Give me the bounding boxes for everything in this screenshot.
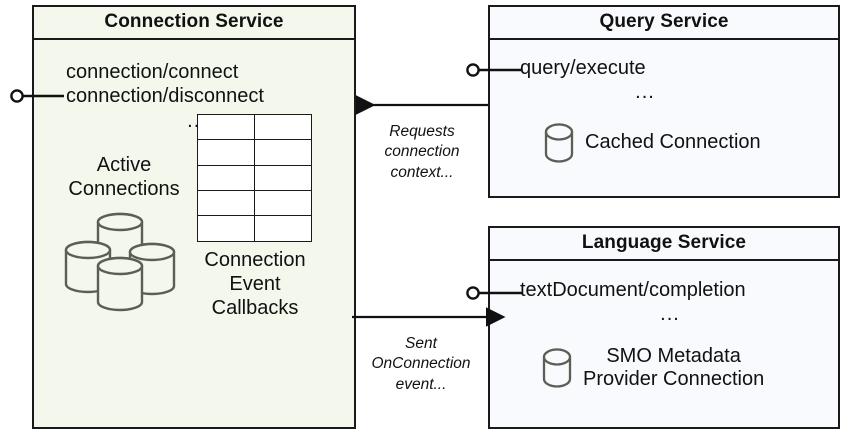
table-row xyxy=(197,113,312,141)
arrow-label-line1: Requests xyxy=(389,123,455,140)
arrow-label-line2: connection xyxy=(384,143,460,161)
arrow-label-line1: Sent xyxy=(405,335,437,352)
language-service-operations-ellipsis: ... xyxy=(660,303,680,326)
connection-service-title: Connection Service xyxy=(34,7,354,40)
language-service-operations: textDocument/completion ... xyxy=(520,278,820,327)
callbacks-label-line3: Callbacks xyxy=(211,296,299,319)
connection-event-callbacks-label: Connection Event Callbacks xyxy=(184,248,326,320)
smo-metadata-provider-label-line2: Provider Connection xyxy=(583,368,765,391)
table-cell xyxy=(197,113,255,141)
connection-service-provided-interface-lollipop[interactable] xyxy=(10,88,66,103)
table-cell xyxy=(254,164,312,192)
query-service-provided-interface-lollipop[interactable] xyxy=(466,62,526,77)
callbacks-label-line1: Connection xyxy=(204,248,306,271)
arrow-label-line3: event... xyxy=(395,375,447,393)
connection-service-operations: connection/connect connection/disconnect… xyxy=(66,60,328,133)
operation-connection-connect: connection/connect xyxy=(66,60,239,83)
language-service-body: textDocument/completion ... SMO Metadata… xyxy=(490,261,838,427)
arrow-label-line3: context... xyxy=(390,163,454,181)
component-connection-service[interactable]: Connection Service connection/connect co… xyxy=(32,5,356,429)
table-row xyxy=(197,190,312,217)
table-cell xyxy=(254,190,312,217)
arrow-label-requests-connection-context: Requests connection context... xyxy=(358,122,486,183)
connection-event-callbacks-table xyxy=(197,113,312,242)
callbacks-label-line2: Event xyxy=(229,272,281,295)
language-service-provided-interface-lollipop[interactable] xyxy=(466,285,526,300)
table-cell xyxy=(197,164,255,192)
component-language-service[interactable]: Language Service textDocument/completion… xyxy=(488,226,840,429)
table-cell xyxy=(197,190,255,217)
query-service-body: query/execute ... Cached Connection xyxy=(490,40,838,196)
active-connections-label: Active Connections xyxy=(44,153,204,201)
smo-metadata-provider-label-line1: SMO Metadata xyxy=(606,344,741,367)
query-service-title: Query Service xyxy=(490,7,838,40)
cached-connection-item: Cached Connection xyxy=(542,121,761,165)
table-cell xyxy=(197,139,255,166)
database-cylinder-icon xyxy=(542,121,576,165)
active-connections-label-line1: Active xyxy=(96,153,152,176)
smo-metadata-provider-item: SMO Metadata Provider Connection xyxy=(540,345,764,391)
component-query-service[interactable]: Query Service query/execute ... Cached C… xyxy=(488,5,840,198)
arrow-label-sent-onconnection-event: Sent OnConnection event... xyxy=(354,334,488,395)
operation-query-execute: query/execute xyxy=(520,56,646,79)
language-service-title: Language Service xyxy=(490,228,838,261)
database-cylinder-icon xyxy=(540,346,574,390)
arrow-connection-to-language xyxy=(352,307,506,327)
table-row xyxy=(197,139,312,166)
table-row xyxy=(197,164,312,192)
table-cell xyxy=(197,215,255,242)
cached-connection-label: Cached Connection xyxy=(585,131,761,154)
database-stack-icon xyxy=(56,208,186,316)
active-connections-label-line2: Connections xyxy=(68,177,180,200)
operation-textdocument-completion: textDocument/completion xyxy=(520,278,746,301)
arrow-query-to-connection xyxy=(355,95,488,115)
table-row xyxy=(197,215,312,242)
connection-service-body: connection/connect connection/disconnect… xyxy=(34,40,354,427)
query-service-operations: query/execute ... xyxy=(520,56,770,105)
smo-metadata-provider-label: SMO Metadata Provider Connection xyxy=(583,345,764,391)
table-cell xyxy=(254,139,312,166)
query-service-operations-ellipsis: ... xyxy=(635,81,655,104)
table-cell xyxy=(254,113,312,141)
operation-connection-disconnect: connection/disconnect xyxy=(66,85,264,108)
arrow-label-line2: OnConnection xyxy=(371,355,471,373)
table-cell xyxy=(254,215,312,242)
